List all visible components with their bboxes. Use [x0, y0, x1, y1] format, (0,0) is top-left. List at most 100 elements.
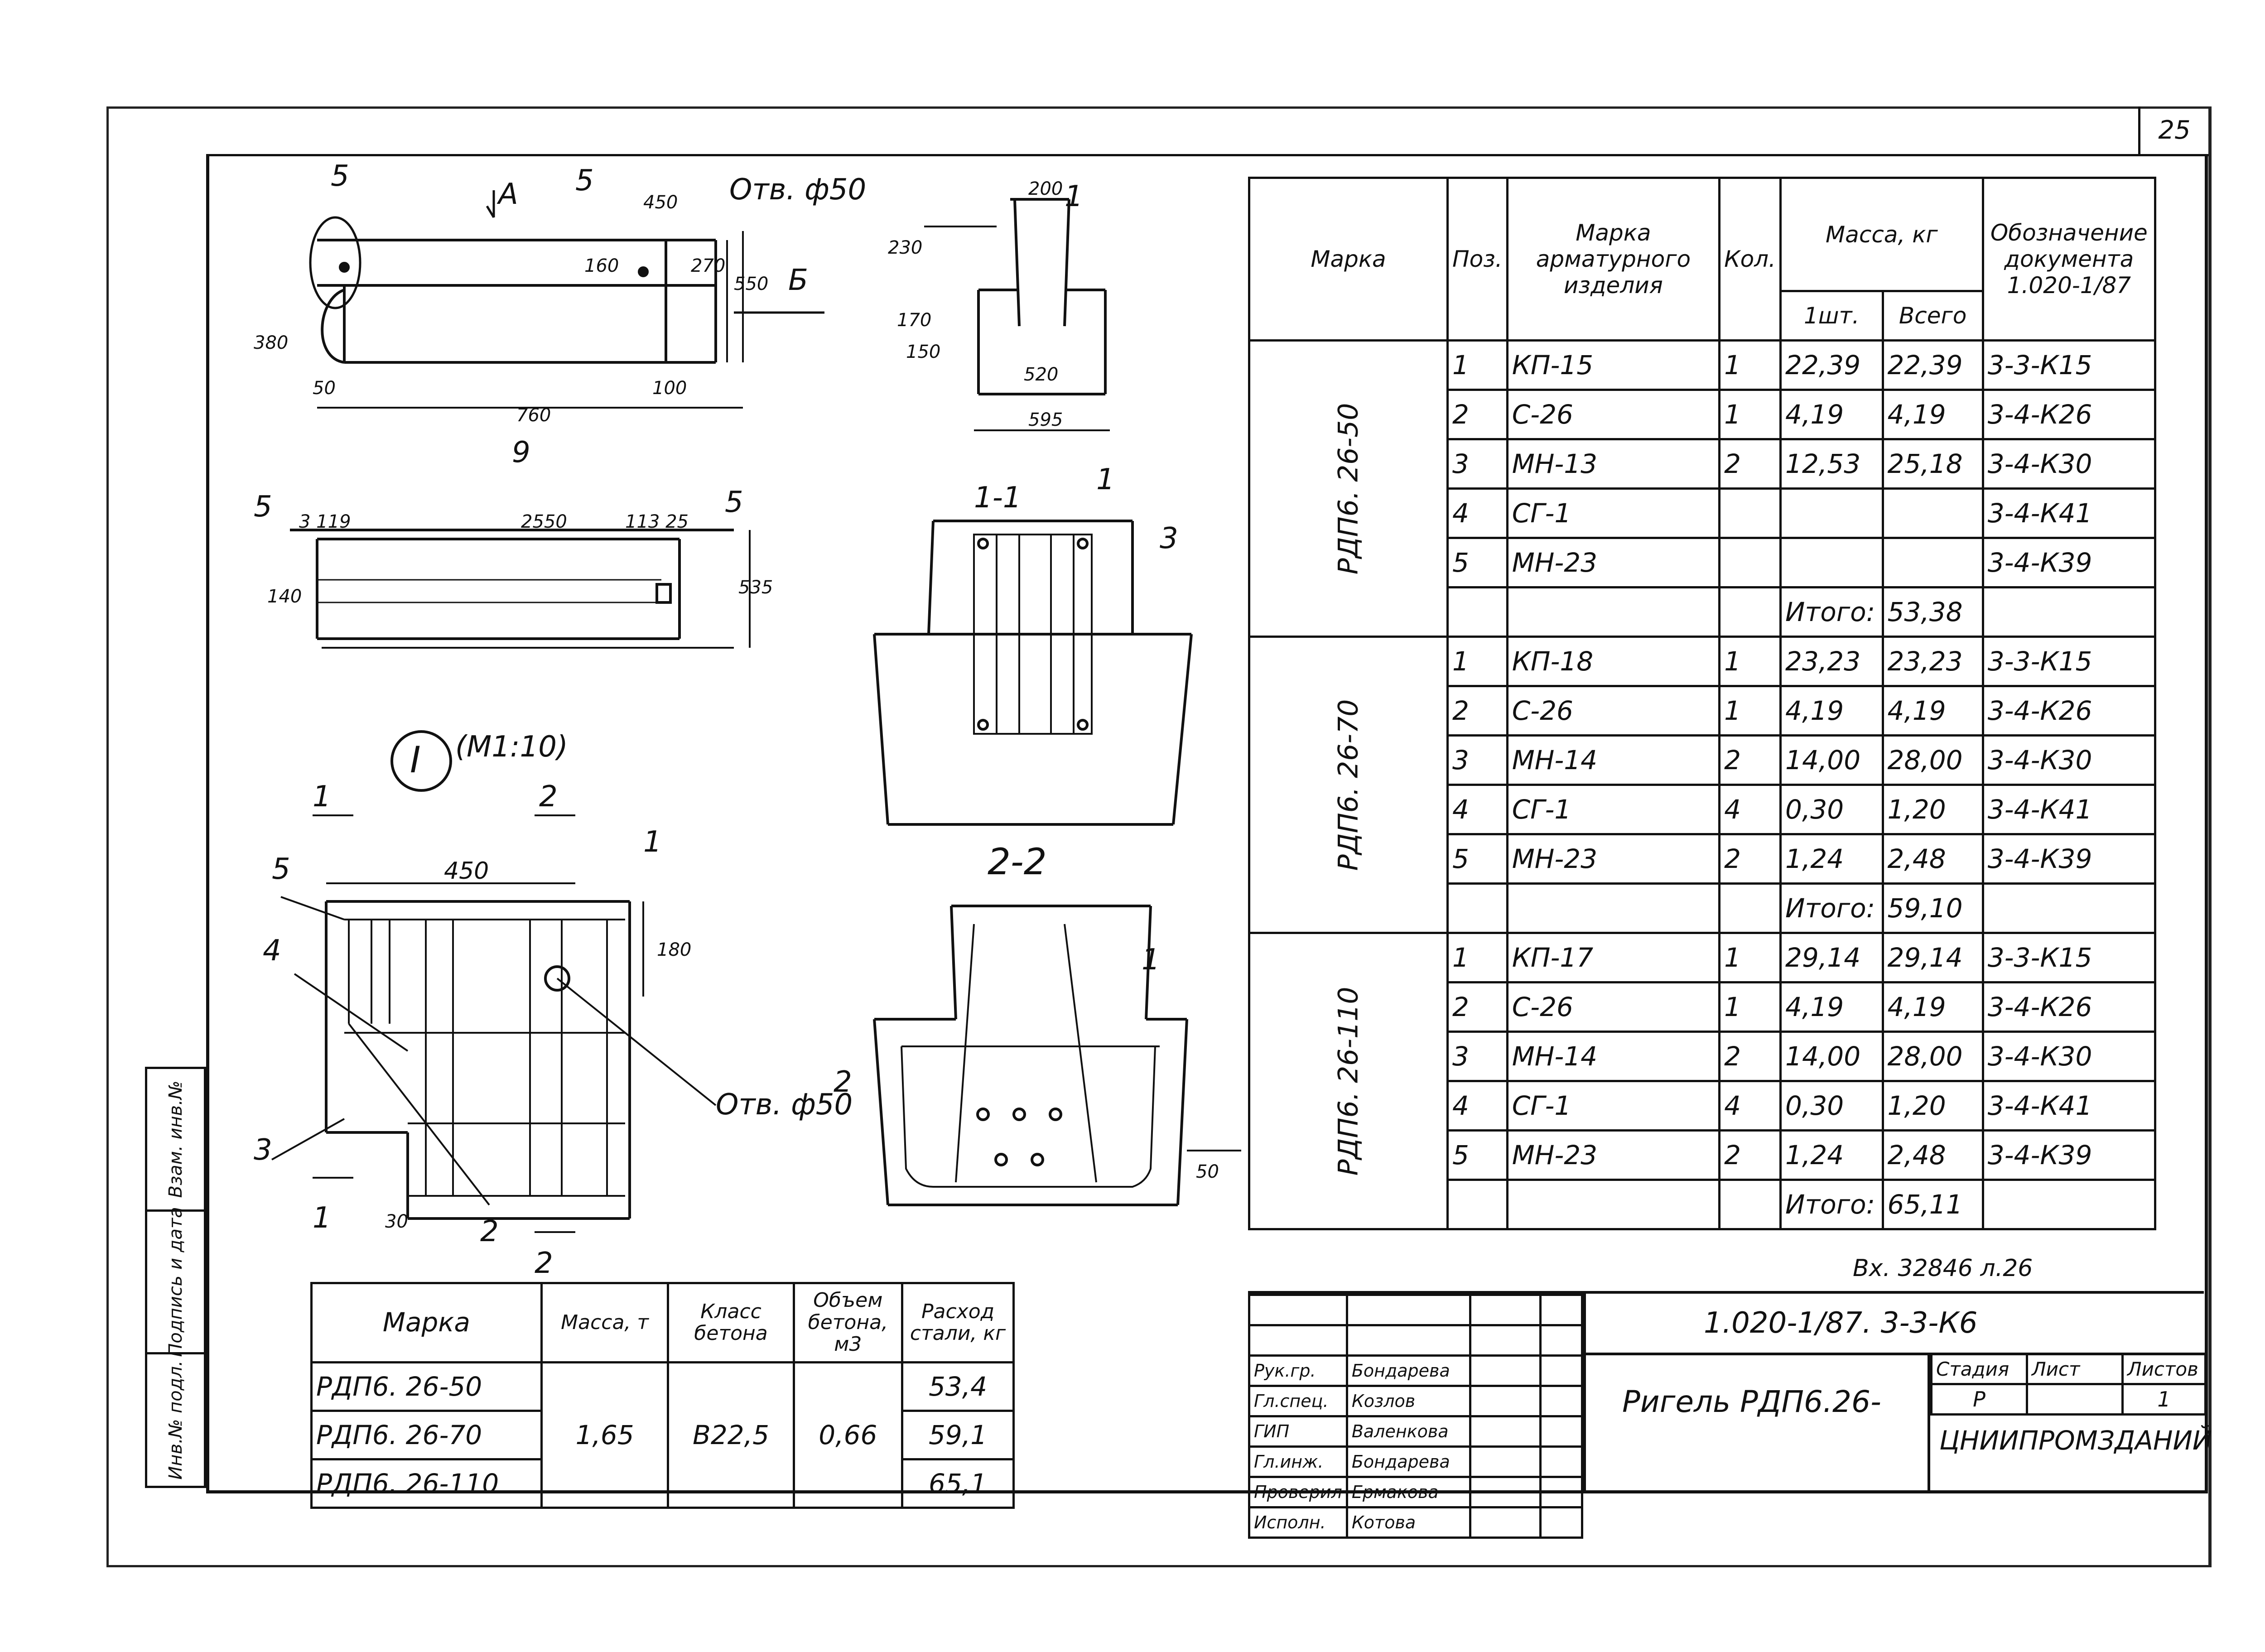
tb-stage-header: Стадия: [1930, 1353, 2028, 1385]
spec-total: 4,19: [1881, 685, 1984, 737]
spec-row: 3 МН-14 2 14,00 28,00 3-4-К30: [1249, 734, 2157, 786]
spec-qty: 1: [1718, 685, 1782, 737]
detail-I: [271, 730, 717, 1233]
spec-unit: 4,19: [1779, 389, 1884, 440]
tb-name: Валенкова: [1345, 1415, 1471, 1448]
spec-row: 5 МН-23 3-4-К39: [1249, 537, 2157, 588]
pos-2: 2: [480, 1215, 499, 1248]
dim-230: 230: [888, 237, 922, 258]
label-view-b: Б: [788, 264, 808, 297]
spec-pos: 2: [1446, 685, 1508, 737]
spec-qty: [1718, 487, 1782, 539]
spec-qty: 1: [1718, 389, 1782, 440]
spec-total-row: Итого: 65,11: [1249, 1179, 2157, 1230]
tb-stage-table: Стадия Лист Листов Р 1: [1930, 1353, 2207, 1416]
dim-160: 160: [584, 255, 619, 276]
spec-item: С-26: [1506, 981, 1721, 1033]
tb-sheets: 1: [2121, 1383, 2207, 1416]
spec-pos: 1: [1446, 339, 1508, 391]
spec-doc: 3-4-К41: [1981, 487, 2157, 539]
sec22-dim: 50: [1196, 1161, 1219, 1182]
spec-pos: 2: [1446, 981, 1508, 1033]
dim-550: 550: [734, 274, 768, 294]
spec-total-row: Итого: 53,38: [1249, 586, 2157, 638]
spec-pos: 4: [1446, 487, 1508, 539]
tb-name: Ермакова: [1345, 1476, 1471, 1508]
spec-row: 4 СГ-1 4 0,30 1,20 3-4-К41: [1249, 784, 2157, 835]
tb-role: Гл.спец.: [1248, 1385, 1348, 1417]
spec-qty: 2: [1718, 734, 1782, 786]
spec-row: 4 СГ-1 4 0,30 1,20 3-4-К41: [1249, 1080, 2157, 1132]
sum-marka: РДП6. 26-110: [310, 1458, 543, 1509]
pos-5: 5: [272, 852, 290, 886]
sec22-pos2: 2: [834, 1065, 852, 1099]
spec-item: СГ-1: [1506, 784, 1721, 835]
dim-520: 520: [1024, 364, 1058, 385]
spec-hdr-marka: Марка: [1248, 177, 1449, 342]
callout-5b: 5: [575, 164, 594, 197]
sum-hdr-marka: Марка: [310, 1282, 543, 1363]
inventory-note: Вх. 32846 л.26: [1853, 1255, 2033, 1282]
view-mark: 9: [512, 436, 530, 469]
spec-group-name: РДП6. 26-110: [1248, 932, 1449, 1230]
spec-qty: [1718, 537, 1782, 588]
spec-empty: [1718, 586, 1782, 638]
spec-item: КП-18: [1506, 636, 1721, 687]
spec-empty: [1506, 586, 1721, 638]
spec-total: 23,23: [1881, 636, 1984, 687]
spec-total: 2,48: [1881, 833, 1984, 885]
spec-doc: 3-4-К39: [1981, 1129, 2157, 1181]
cross-section-top: [924, 198, 1110, 431]
spec-row: РДП6. 26-70 1 КП-18 1 23,23 23,23 3-3-К1…: [1248, 636, 2157, 934]
tb-title-cell: Ригель РДП6.26-: [1583, 1353, 1930, 1491]
label-view-a: А: [496, 178, 518, 211]
tb-role: Проверил: [1248, 1476, 1348, 1508]
spec-pos: 1: [1446, 932, 1508, 983]
tb-organization: ЦНИИПРОМЗДАНИЙ: [1939, 1425, 2212, 1456]
callout-5a: 5: [331, 159, 349, 193]
page-number: 25: [2138, 106, 2208, 156]
sec-label-2a: 2: [539, 780, 558, 814]
spec-item: МН-14: [1506, 1031, 1721, 1082]
spec-empty: [1446, 882, 1508, 934]
detail-mark: I: [410, 739, 421, 781]
spec-row: 5 МН-23 2 1,24 2,48 3-4-К39: [1249, 833, 2157, 885]
dim-113: 113 25: [625, 511, 689, 532]
spec-doc: 3-4-К41: [1981, 784, 2157, 835]
spec-item: КП-17: [1506, 932, 1721, 983]
spec-item: МН-23: [1506, 537, 1721, 588]
dim-760: 760: [516, 405, 551, 426]
tb-doc-code-cell: 1.020-1/87. 3-3-К6: [1583, 1294, 2207, 1355]
callout-5d: 5: [725, 486, 743, 519]
spec-hdr-mass-unit: 1шт.: [1779, 290, 1884, 342]
pos-1: 1: [643, 825, 662, 859]
spec-group-name: РДП6. 26-70: [1248, 636, 1449, 934]
spec-item: СГ-1: [1506, 487, 1721, 539]
sum-steel: 59,1: [901, 1410, 1015, 1460]
spec-doc: 3-4-К26: [1981, 389, 2157, 440]
spec-empty: [1506, 1179, 1721, 1230]
sum-class: В22,5: [667, 1361, 795, 1509]
spec-unit: 23,23: [1779, 636, 1884, 687]
spec-doc: 3-4-К39: [1981, 833, 2157, 885]
sum-hdr-steel: Расход стали, кг: [901, 1282, 1015, 1363]
dim-270: 270: [691, 255, 725, 276]
dim-30-detail: 30: [385, 1211, 408, 1232]
spec-total-value: 59,10: [1881, 882, 1984, 934]
spec-row: 4 СГ-1 3-4-К41: [1249, 487, 2157, 539]
spec-hdr-item: Марка арматурного изделия: [1506, 177, 1721, 342]
summary-row: РДП6. 26-70 59,1: [310, 1410, 1015, 1460]
spec-unit: 1,24: [1779, 833, 1884, 885]
spec-total: 4,19: [1881, 389, 1984, 440]
spec-hdr-doc: Обозначение документа 1.020-1/87: [1981, 177, 2157, 342]
spec-unit: [1779, 487, 1884, 539]
sum-hdr-mass: Масса, т: [540, 1282, 670, 1363]
tb-name: Бондарева: [1345, 1354, 1471, 1387]
summary-row: РДП6. 26-50 1,65 В22,5 0,66 53,4: [310, 1361, 1015, 1509]
tb-sheets-header: Листов: [2121, 1353, 2207, 1385]
section-1-1-title: 1-1: [974, 481, 1022, 515]
sum-volume: 0,66: [792, 1361, 904, 1509]
sum-mass: 1,65: [540, 1361, 670, 1509]
sec11-pos3: 3: [1160, 522, 1178, 555]
dim-200: 200: [1028, 178, 1063, 199]
